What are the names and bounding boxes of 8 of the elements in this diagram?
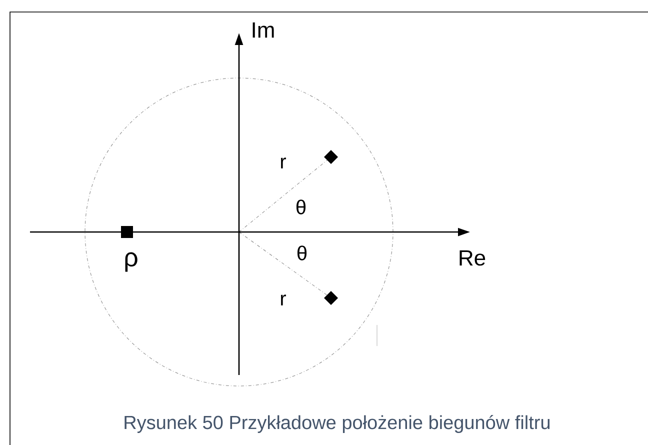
axis-label: Re — [460, 250, 486, 266]
pole-label: ρ — [125, 252, 138, 272]
angle-label: θ — [297, 246, 307, 260]
angle-label: θ — [296, 200, 306, 214]
figure-caption: Rysunek 50 Przykładowe położenie biegunów filtru — [124, 415, 550, 433]
radius-label: r — [281, 158, 286, 168]
axis-label: Im — [252, 22, 274, 38]
radius-label: r — [281, 294, 286, 306]
